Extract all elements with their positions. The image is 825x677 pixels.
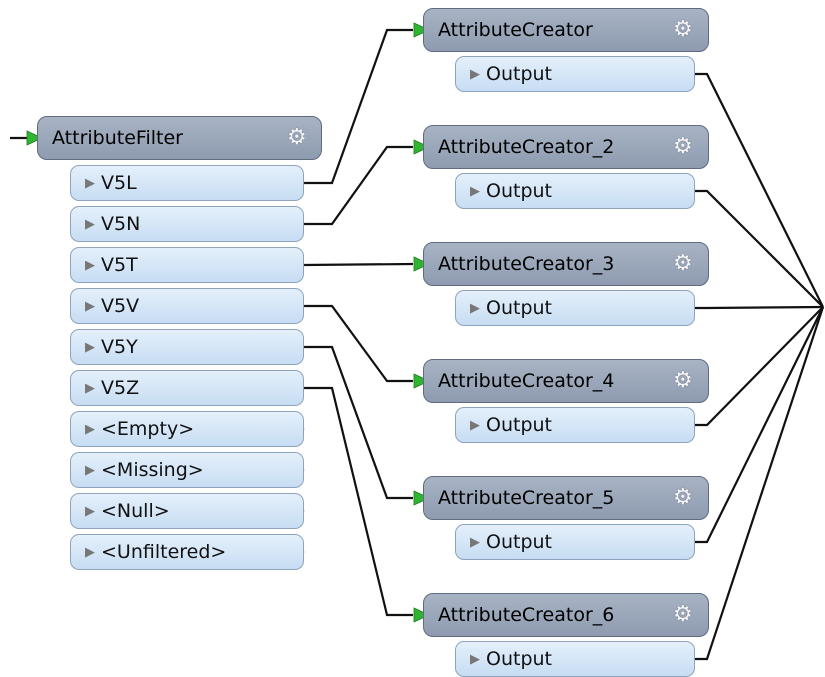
filter-output-port[interactable]: ▶ <Unfiltered> bbox=[70, 534, 304, 570]
green-arrow-icon[interactable] bbox=[413, 256, 430, 272]
triangle-right-icon[interactable]: ▶ bbox=[470, 417, 480, 433]
transformer-name: AttributeCreator_2 bbox=[438, 135, 615, 158]
output-merge-wire[interactable] bbox=[693, 189, 824, 308]
triangle-right-icon[interactable]: ▶ bbox=[470, 66, 480, 82]
filter-output-port[interactable]: ▶ V5N bbox=[70, 206, 304, 242]
port-label: V5V bbox=[101, 294, 140, 317]
green-arrow-icon[interactable] bbox=[413, 139, 430, 155]
attributecreator-header[interactable]: AttributeCreator ⚙ bbox=[423, 8, 709, 52]
port-label: Output bbox=[486, 179, 552, 202]
triangle-right-icon[interactable]: ▶ bbox=[85, 175, 95, 191]
gear-icon[interactable]: ⚙ bbox=[673, 602, 693, 627]
filter-output-port[interactable]: ▶ <Missing> bbox=[70, 452, 304, 488]
output-merge-wire[interactable] bbox=[693, 72, 824, 308]
connection-wire[interactable] bbox=[304, 28, 413, 185]
attributecreator-header[interactable]: AttributeCreator_4 ⚙ bbox=[423, 359, 709, 403]
green-arrow-icon[interactable] bbox=[26, 130, 43, 146]
port-label: <Unfiltered> bbox=[101, 540, 227, 563]
green-arrow-icon[interactable] bbox=[413, 607, 430, 623]
attributecreator-header[interactable]: AttributeCreator_6 ⚙ bbox=[423, 593, 709, 637]
gear-icon[interactable]: ⚙ bbox=[673, 485, 693, 510]
gear-icon[interactable]: ⚙ bbox=[673, 368, 693, 393]
output-merge-wire[interactable] bbox=[693, 306, 824, 544]
creator-output-port[interactable]: ▶ Output bbox=[455, 173, 695, 209]
port-label: Output bbox=[486, 296, 552, 319]
creator-output-port[interactable]: ▶ Output bbox=[455, 524, 695, 560]
filter-output-port[interactable]: ▶ V5L bbox=[70, 165, 304, 201]
port-label: Output bbox=[486, 530, 552, 553]
port-label: V5Y bbox=[101, 335, 138, 358]
port-label: <Null> bbox=[101, 499, 170, 522]
output-merge-wire[interactable] bbox=[693, 305, 824, 310]
connection-wire[interactable] bbox=[304, 345, 413, 500]
filter-output-port[interactable]: ▶ V5Y bbox=[70, 329, 304, 365]
port-label: Output bbox=[486, 647, 552, 670]
port-label: Output bbox=[486, 62, 552, 85]
port-label: <Empty> bbox=[101, 417, 195, 440]
triangle-right-icon[interactable]: ▶ bbox=[85, 298, 95, 314]
green-arrow-icon[interactable] bbox=[413, 22, 430, 38]
gear-icon[interactable]: ⚙ bbox=[673, 251, 693, 276]
triangle-right-icon[interactable]: ▶ bbox=[470, 651, 480, 667]
triangle-right-icon[interactable]: ▶ bbox=[85, 544, 95, 560]
creator-output-port[interactable]: ▶ Output bbox=[455, 56, 695, 92]
creator-output-port[interactable]: ▶ Output bbox=[455, 407, 695, 443]
green-arrow-icon[interactable] bbox=[413, 373, 430, 389]
creator-output-port[interactable]: ▶ Output bbox=[455, 290, 695, 326]
port-label: V5L bbox=[101, 171, 137, 194]
filter-output-port[interactable]: ▶ V5T bbox=[70, 247, 304, 283]
triangle-right-icon[interactable]: ▶ bbox=[85, 503, 95, 519]
transformer-name: AttributeCreator_5 bbox=[438, 486, 615, 509]
triangle-right-icon[interactable]: ▶ bbox=[85, 380, 95, 396]
triangle-right-icon[interactable]: ▶ bbox=[85, 216, 95, 232]
transformer-name: AttributeCreator bbox=[438, 18, 593, 41]
gear-icon[interactable]: ⚙ bbox=[673, 17, 693, 42]
output-merge-wire[interactable] bbox=[693, 306, 824, 427]
creator-output-port[interactable]: ▶ Output bbox=[455, 641, 695, 677]
output-merge-wire[interactable] bbox=[693, 306, 825, 661]
connection-wire[interactable] bbox=[304, 145, 413, 226]
port-label: V5T bbox=[101, 253, 138, 276]
green-arrow-icon[interactable] bbox=[413, 490, 430, 506]
port-label: V5N bbox=[101, 212, 141, 235]
triangle-right-icon[interactable]: ▶ bbox=[85, 421, 95, 437]
triangle-right-icon[interactable]: ▶ bbox=[470, 183, 480, 199]
triangle-right-icon[interactable]: ▶ bbox=[85, 339, 95, 355]
gear-icon[interactable]: ⚙ bbox=[673, 134, 693, 159]
attributecreator-header[interactable]: AttributeCreator_2 ⚙ bbox=[423, 125, 709, 169]
port-label: <Missing> bbox=[101, 458, 204, 481]
triangle-right-icon[interactable]: ▶ bbox=[470, 300, 480, 316]
filter-output-port[interactable]: ▶ <Empty> bbox=[70, 411, 304, 447]
triangle-right-icon[interactable]: ▶ bbox=[85, 462, 95, 478]
attributecreator-header[interactable]: AttributeCreator_3 ⚙ bbox=[423, 242, 709, 286]
filter-output-port[interactable]: ▶ V5V bbox=[70, 288, 304, 324]
transformer-name: AttributeCreator_4 bbox=[438, 369, 615, 392]
filter-output-port[interactable]: ▶ <Null> bbox=[70, 493, 304, 529]
transformer-name: AttributeCreator_6 bbox=[438, 603, 615, 626]
triangle-right-icon[interactable]: ▶ bbox=[470, 534, 480, 550]
attributecreator-header[interactable]: AttributeCreator_5 ⚙ bbox=[423, 476, 709, 520]
connection-wire[interactable] bbox=[304, 386, 413, 617]
connection-wire[interactable] bbox=[303, 262, 414, 267]
gear-icon[interactable]: ⚙ bbox=[287, 125, 307, 150]
port-label: V5Z bbox=[101, 376, 140, 399]
filter-output-port[interactable]: ▶ V5Z bbox=[70, 370, 304, 406]
triangle-right-icon[interactable]: ▶ bbox=[85, 257, 95, 273]
transformer-name: AttributeFilter bbox=[52, 126, 183, 149]
connection-wire[interactable] bbox=[304, 304, 413, 383]
port-label: Output bbox=[486, 413, 552, 436]
attributefilter-header[interactable]: AttributeFilter ⚙ bbox=[37, 116, 322, 160]
transformer-name: AttributeCreator_3 bbox=[438, 252, 615, 275]
